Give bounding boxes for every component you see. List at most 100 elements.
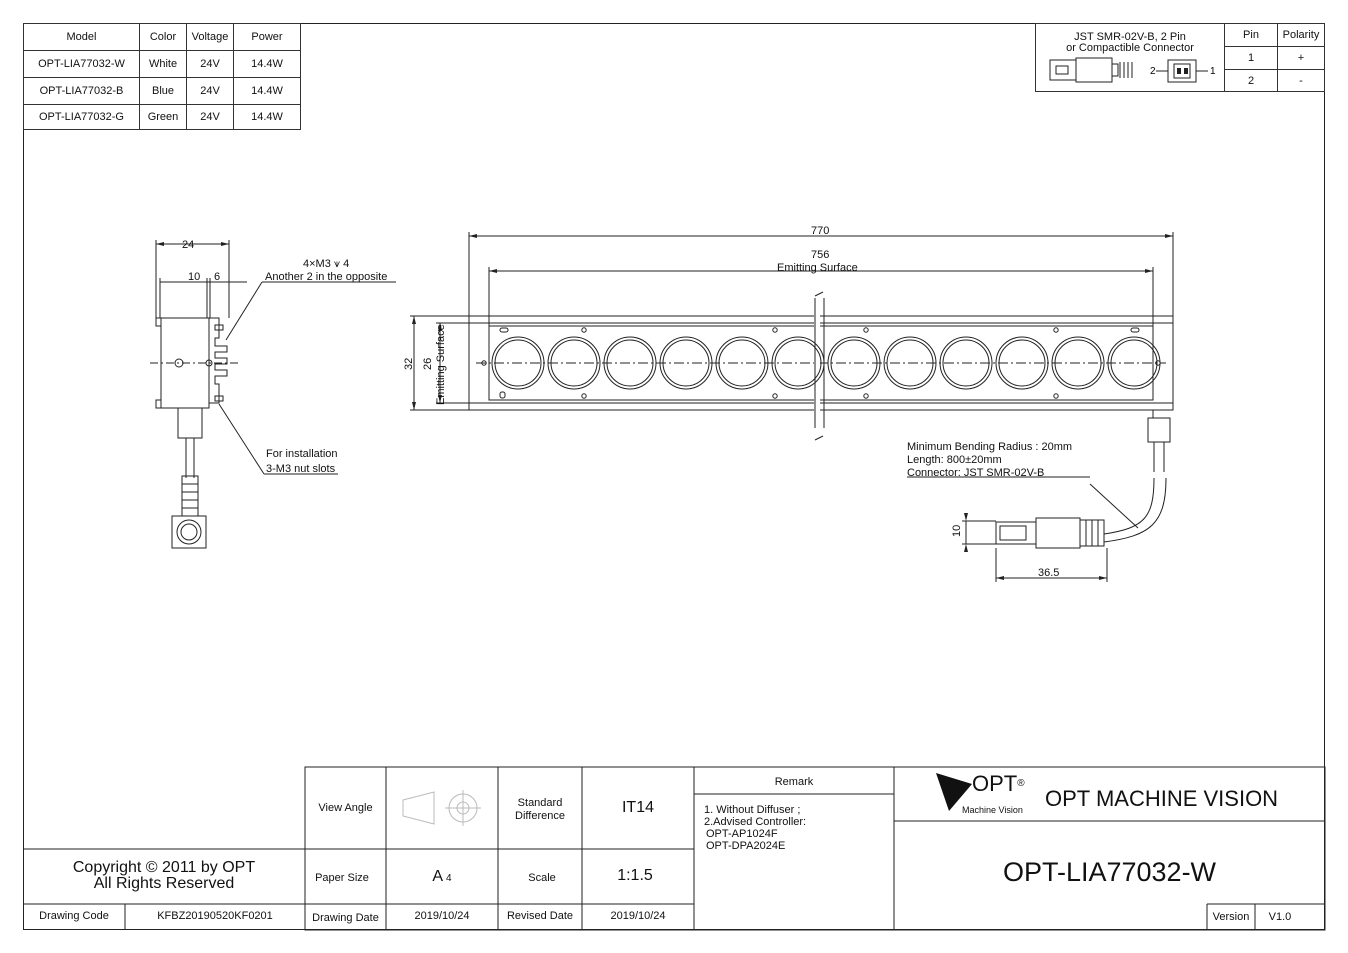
cable-connector (962, 517, 1108, 582)
remark-line: 1. Without Diffuser ; (704, 804, 801, 816)
mounting-hole (481, 360, 487, 366)
connector-table: JST SMR-02V-B, 2 Pin or Compactible Conn… (1035, 23, 1325, 92)
spec-cell: 14.4W (233, 50, 301, 78)
lens-ring (771, 336, 825, 390)
note-install: For installation (266, 448, 338, 460)
remark-line: OPT-DPA2024E (706, 840, 786, 852)
spec-cell: 24V (186, 104, 234, 130)
cable-note-connector: Connector: JST SMR-02V-B (907, 467, 1044, 479)
note-threads: 4×M3 ⩛ 4 (303, 258, 349, 270)
lens-ring (603, 336, 657, 390)
dim-26: 26 (422, 358, 434, 370)
connector-label-1: 1 (1210, 66, 1216, 77)
lens-ring (1051, 336, 1105, 390)
remark-line: 2.Advised Controller: (704, 816, 807, 828)
polarity-cell: - (1277, 69, 1325, 92)
connector-title-2: or Compactible Connector (1066, 42, 1194, 54)
mounting-hole (772, 393, 778, 399)
lens-ring (606, 339, 654, 387)
revised-date-label: Revised Date (506, 910, 574, 922)
connector-title-1: JST SMR-02V-B, 2 Pin (1074, 31, 1186, 43)
lens-ring (718, 339, 766, 387)
lens-ring (550, 339, 598, 387)
mounting-hole (581, 393, 587, 399)
slot (499, 391, 506, 399)
slot (1130, 327, 1140, 333)
pin-cell: 1 (1224, 46, 1278, 70)
remark-label: Remark (774, 776, 814, 788)
connector-sketch: 2 1 (1049, 57, 1216, 83)
slot (499, 327, 509, 333)
cable-note-radius: Minimum Bending Radius : 20mm (907, 441, 1072, 453)
dim-connector-10: 10 (951, 525, 963, 537)
lens-ring (995, 336, 1049, 390)
standard-difference-label: Standard Difference (498, 797, 582, 823)
scale: 1:1.5 (617, 867, 653, 884)
mounting-hole (772, 327, 778, 333)
spec-header-color: Color (139, 23, 187, 51)
opt-logo-registered: ® (1017, 778, 1025, 789)
dim-32: 32 (403, 358, 415, 370)
lens-ring (774, 339, 822, 387)
drawing-code: KFBZ20190520KF0201 (157, 910, 273, 922)
lens-ring (547, 336, 601, 390)
spec-cell: White (139, 50, 187, 78)
lens-ring (998, 339, 1046, 387)
lens-ring (1054, 339, 1102, 387)
side-view (150, 240, 396, 549)
opt-logo-text: OPT (972, 771, 1018, 796)
spec-cell: OPT-LIA77032-B (23, 77, 140, 105)
spec-table: Model Color Voltage Power OPT-LIA77032-W… (23, 23, 301, 130)
dim-6: 6 (214, 271, 220, 283)
emitting-surface-vertical: Emitting Surface (435, 324, 447, 405)
copyright-line-2: All Rights Reserved (93, 875, 235, 892)
copyright-line-1: Copyright © 2011 by OPT (72, 859, 256, 876)
spec-cell: 24V (186, 77, 234, 105)
spec-cell: OPT-LIA77032-G (23, 104, 140, 130)
drawing-date-label: Drawing Date (312, 912, 379, 924)
mounting-hole (1053, 393, 1059, 399)
view-angle-label: View Angle (318, 802, 373, 814)
dim-770: 770 (811, 225, 829, 237)
lens-ring (886, 339, 934, 387)
lens-ring (827, 336, 881, 390)
polarity-header: Polarity (1277, 23, 1325, 47)
note-opposite: Another 2 in the opposite (265, 271, 387, 283)
tolerance: IT14 (621, 799, 654, 816)
pin-cell: 2 (1224, 69, 1278, 92)
lens-ring (1110, 339, 1158, 387)
paper-size-number: 4 (446, 873, 452, 884)
dim-756: 756 (811, 249, 829, 261)
lens-ring (659, 336, 713, 390)
lens-ring (494, 339, 542, 387)
connector-label-2: 2 (1150, 66, 1156, 77)
opt-logo-subtitle: Machine Vision (962, 805, 1023, 815)
lens-ring (939, 336, 993, 390)
version-label: Version (1212, 911, 1250, 923)
remark-list: 1. Without Diffuser ; 2.Advised Controll… (704, 804, 806, 852)
paper-size-label: Paper Size (315, 872, 369, 884)
dimension-arrows (156, 234, 1173, 580)
note-nut-slots: 3-M3 nut slots (266, 463, 336, 475)
spec-cell: 14.4W (233, 104, 301, 130)
connector-cell: JST SMR-02V-B, 2 Pin or Compactible Conn… (1035, 23, 1225, 92)
lens-ring (830, 339, 878, 387)
version: V1.0 (1268, 911, 1292, 923)
lens-ring (883, 336, 937, 390)
revised-date: 2019/10/24 (610, 910, 666, 922)
mounting-hole (1155, 360, 1161, 366)
mounting-hole (1053, 327, 1059, 333)
difference-label: Difference (515, 810, 565, 822)
spec-cell: Green (139, 104, 187, 130)
scale-label: Scale (528, 872, 556, 884)
copyright: Copyright © 2011 by OPT All Rights Reser… (23, 860, 305, 892)
dim-10: 10 (188, 271, 200, 283)
mounting-hole (863, 393, 869, 399)
mounting-hole (863, 327, 869, 333)
emitting-surface-label: Emitting Surface (777, 262, 858, 274)
part-number: OPT-LIA77032-W (1002, 857, 1217, 887)
projection-symbol (402, 790, 481, 826)
opt-logo-mark (936, 773, 972, 811)
lens-ring (715, 336, 769, 390)
